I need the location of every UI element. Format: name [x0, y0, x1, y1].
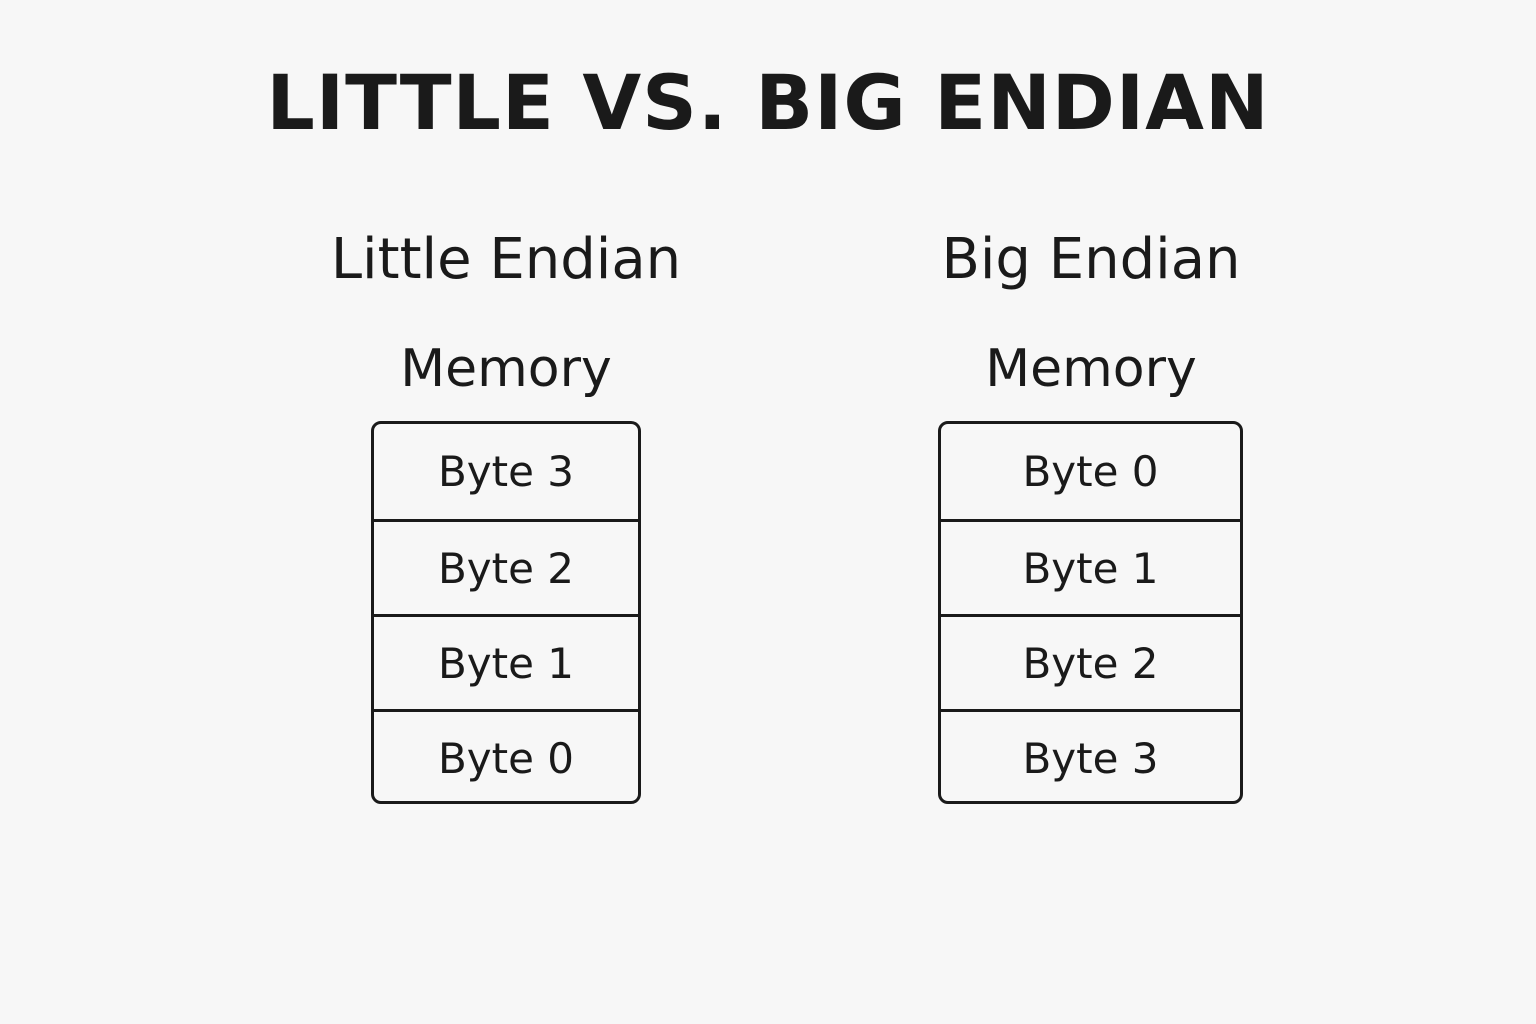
memory-cell: Byte 1	[941, 519, 1240, 614]
memory-cell: Byte 0	[1022, 447, 1159, 496]
memory-cell: Byte 2	[941, 614, 1240, 709]
little-endian-memory-label: Memory	[400, 339, 612, 399]
memory-cell: Byte 0	[374, 709, 638, 804]
little-endian-heading: Little Endian	[330, 227, 682, 292]
little-endian-memory-box: Byte 3 Byte 2 Byte 1 Byte 0	[371, 421, 641, 804]
memory-cell: Byte 3	[941, 709, 1240, 804]
big-endian-heading: Big Endian	[941, 227, 1241, 292]
memory-cell: Byte 2	[374, 519, 638, 614]
memory-cell: Byte 3	[437, 447, 575, 496]
big-endian-memory-label: Memory	[985, 339, 1197, 399]
big-endian-memory-box: Byte 0 Byte 1 Byte 2 Byte 3	[938, 421, 1243, 804]
page-title: LITTLE VS. BIG ENDIAN	[266, 58, 1270, 147]
memory-cell: Byte 1	[374, 614, 638, 709]
